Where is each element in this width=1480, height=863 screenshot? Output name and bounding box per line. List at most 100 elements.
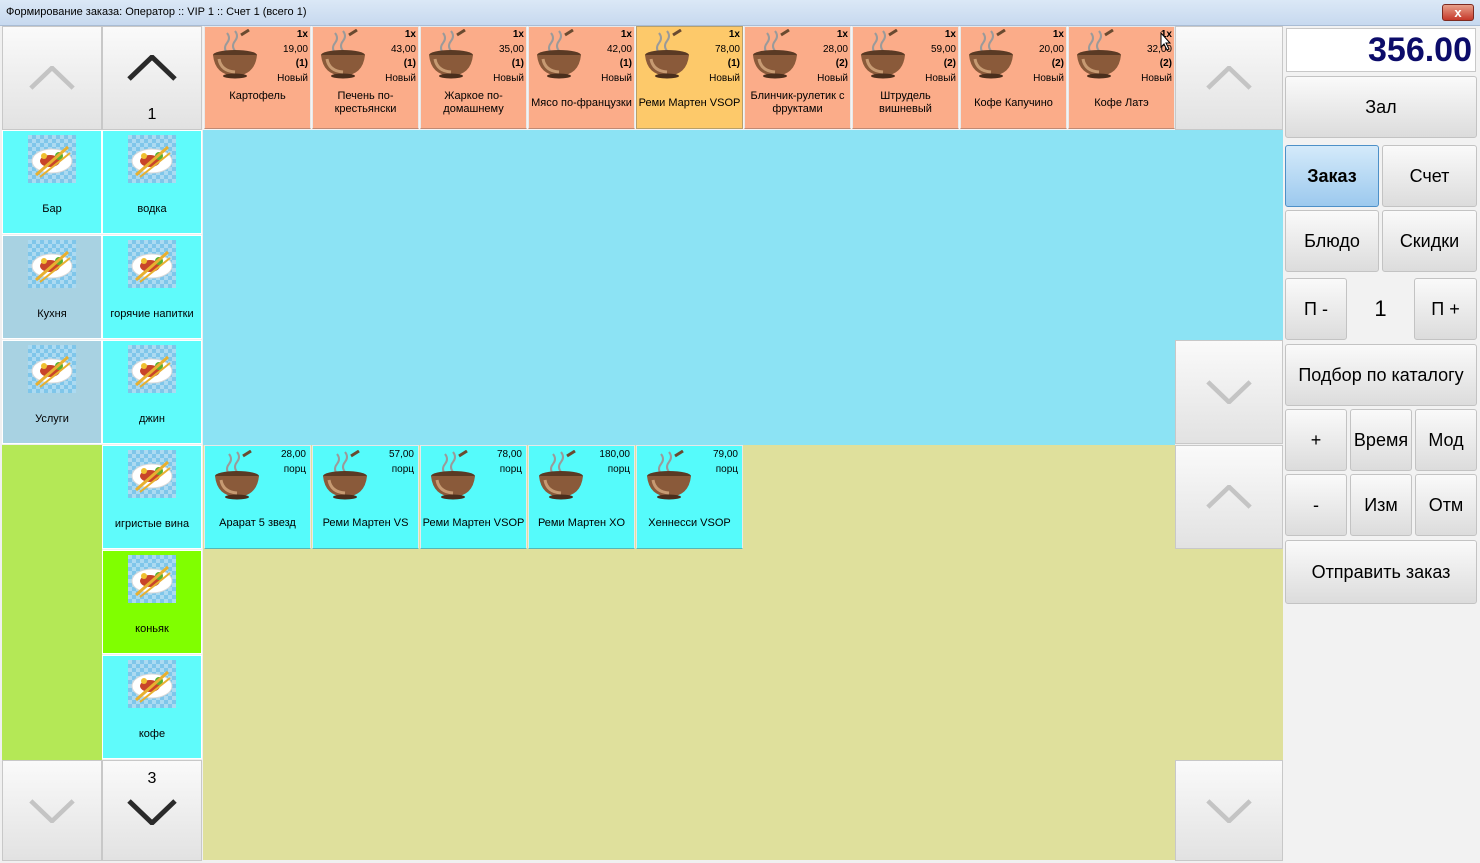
category-services[interactable]: Услуги xyxy=(2,340,102,444)
order-item-count: 1x xyxy=(404,29,416,40)
menu-item[interactable]: 57,00 порц Реми Мартен VS xyxy=(312,445,419,549)
chevron-down-icon xyxy=(1206,380,1252,404)
order-item[interactable]: 1x 20,00 (2) Новый Кофе Капучино xyxy=(960,26,1067,129)
order-item-name: Штрудель вишневый xyxy=(879,90,932,115)
pot-icon xyxy=(317,29,369,79)
window-titlebar: Формирование заказа: Оператор :: VIP 1 :… xyxy=(0,0,1480,26)
subcategory-label: горячие напитки xyxy=(110,308,194,320)
order-item[interactable]: 1x 19,00 (1) Новый Картофель xyxy=(204,26,311,129)
chevron-down-icon xyxy=(1206,799,1252,823)
chevron-down-icon xyxy=(127,799,177,825)
menu-scroll-up-button[interactable] xyxy=(1175,445,1283,549)
menu-scroll-down-button[interactable] xyxy=(1175,760,1283,861)
order-item-status: Новый xyxy=(817,73,848,84)
order-item[interactable]: 1x 28,00 (2) Новый Блинчик-рулетик с фру… xyxy=(744,26,851,129)
menu-item-price: 28,00 xyxy=(280,449,306,460)
minus-button[interactable]: - xyxy=(1285,474,1347,536)
order-item-price: 35,00 xyxy=(498,44,524,55)
order-item-count: 1x xyxy=(836,29,848,40)
category-label: Кухня xyxy=(37,308,67,320)
order-tab-button[interactable]: Заказ xyxy=(1285,145,1379,207)
order-item-qty: (1) xyxy=(295,58,308,69)
order-item-qty: (1) xyxy=(403,58,416,69)
order-item-count: 1x xyxy=(728,29,740,40)
close-button[interactable]: x xyxy=(1442,4,1474,21)
send-order-button[interactable]: Отправить заказ xyxy=(1285,540,1477,604)
menu-item[interactable]: 28,00 порц Арарат 5 звезд xyxy=(204,445,311,549)
category-scroll-up-button[interactable] xyxy=(2,26,102,130)
category-scroll-down-button[interactable] xyxy=(2,760,102,861)
window-title: Формирование заказа: Оператор :: VIP 1 :… xyxy=(6,6,307,18)
order-item-selected[interactable]: 1x 78,00 (1) Новый Реми Мартен VSOP xyxy=(636,26,743,129)
plate-icon xyxy=(28,135,76,183)
order-item-price: 42,00 xyxy=(606,44,632,55)
plate-icon xyxy=(128,450,176,498)
mouse-cursor-icon xyxy=(1160,32,1172,51)
catalog-button[interactable]: Подбор по каталогу xyxy=(1285,344,1477,406)
order-item-count: 1x xyxy=(620,29,632,40)
chevron-up-icon xyxy=(29,66,75,90)
pot-icon xyxy=(535,450,587,500)
subcategory-coffee[interactable]: кофе xyxy=(102,655,202,759)
modifier-button[interactable]: Мод xyxy=(1415,409,1477,471)
page-number-top: 1 xyxy=(147,106,157,123)
order-scroll-track xyxy=(1175,130,1283,340)
subcategory-cognac[interactable]: коньяк xyxy=(102,550,202,654)
time-button[interactable]: Время xyxy=(1350,409,1412,471)
discounts-button[interactable]: Скидки xyxy=(1382,210,1477,272)
menu-item-unit: порц xyxy=(715,464,738,475)
guest-minus-button[interactable]: П - xyxy=(1285,278,1347,340)
menu-item[interactable]: 180,00 порц Реми Мартен XO xyxy=(528,445,635,549)
subcategory-scroll-up-button[interactable]: 1 xyxy=(102,26,202,130)
plate-icon xyxy=(128,555,176,603)
category-kitchen[interactable]: Кухня xyxy=(2,235,102,339)
pot-icon xyxy=(1073,29,1125,79)
order-scroll-down-button[interactable] xyxy=(1175,340,1283,444)
pot-icon xyxy=(533,29,585,79)
change-button[interactable]: Изм xyxy=(1350,474,1412,536)
pot-icon xyxy=(749,29,801,79)
order-item-status: Новый xyxy=(925,73,956,84)
category-label: Бар xyxy=(42,203,62,215)
subcategory-gin[interactable]: джин xyxy=(102,340,202,444)
order-item[interactable]: 1x 32,00 (2) Новый Кофе Латэ xyxy=(1068,26,1175,129)
category-empty-area xyxy=(2,445,102,760)
subcategory-scroll-down-button[interactable]: 3 xyxy=(102,760,202,861)
category-bar[interactable]: Бар xyxy=(2,130,102,234)
dish-button[interactable]: Блюдо xyxy=(1285,210,1379,272)
order-item[interactable]: 1x 35,00 (1) Новый Жаркое по-домашнему xyxy=(420,26,527,129)
subcategory-vodka[interactable]: водка xyxy=(102,130,202,234)
order-item-qty: (1) xyxy=(727,58,740,69)
subcategory-hot-drinks[interactable]: горячие напитки xyxy=(102,235,202,339)
chevron-up-icon xyxy=(1206,66,1252,90)
hall-button[interactable]: Зал xyxy=(1285,76,1477,138)
guest-number: 1 xyxy=(1374,296,1387,321)
order-item-count: 1x xyxy=(296,29,308,40)
order-item[interactable]: 1x 43,00 (1) Новый Печень по-крестьянски xyxy=(312,26,419,129)
order-item-price: 19,00 xyxy=(282,44,308,55)
plate-icon xyxy=(128,660,176,708)
plus-button[interactable]: + xyxy=(1285,409,1347,471)
menu-item[interactable]: 79,00 порц Хеннесси VSOP xyxy=(636,445,743,549)
order-item[interactable]: 1x 42,00 (1) Новый Мясо по-французки xyxy=(528,26,635,129)
order-item-count: 1x xyxy=(1160,29,1172,40)
order-item-status: Новый xyxy=(1033,73,1064,84)
order-item[interactable]: 1x 59,00 (2) Новый Штрудель вишневый xyxy=(852,26,959,129)
subcategory-label: джин xyxy=(139,413,165,425)
order-scroll-up-button[interactable] xyxy=(1175,26,1283,130)
cancel-button[interactable]: Отм xyxy=(1415,474,1477,536)
order-item-price: 59,00 xyxy=(930,44,956,55)
plate-icon xyxy=(28,345,76,393)
order-item-price: 32,00 xyxy=(1146,44,1172,55)
order-item-name: Реми Мартен VSOP xyxy=(638,97,741,109)
order-item-qty: (2) xyxy=(835,58,848,69)
menu-item-unit: порц xyxy=(499,464,522,475)
subcategory-label: водка xyxy=(137,203,167,215)
menu-item[interactable]: 78,00 порц Реми Мартен VSOP xyxy=(420,445,527,549)
pot-icon xyxy=(965,29,1017,79)
bill-tab-button[interactable]: Счет xyxy=(1382,145,1477,207)
order-item-price: 20,00 xyxy=(1038,44,1064,55)
guest-plus-button[interactable]: П + xyxy=(1414,278,1477,340)
subcategory-sparkling-wine[interactable]: игристые вина xyxy=(102,445,202,549)
plate-icon xyxy=(128,240,176,288)
